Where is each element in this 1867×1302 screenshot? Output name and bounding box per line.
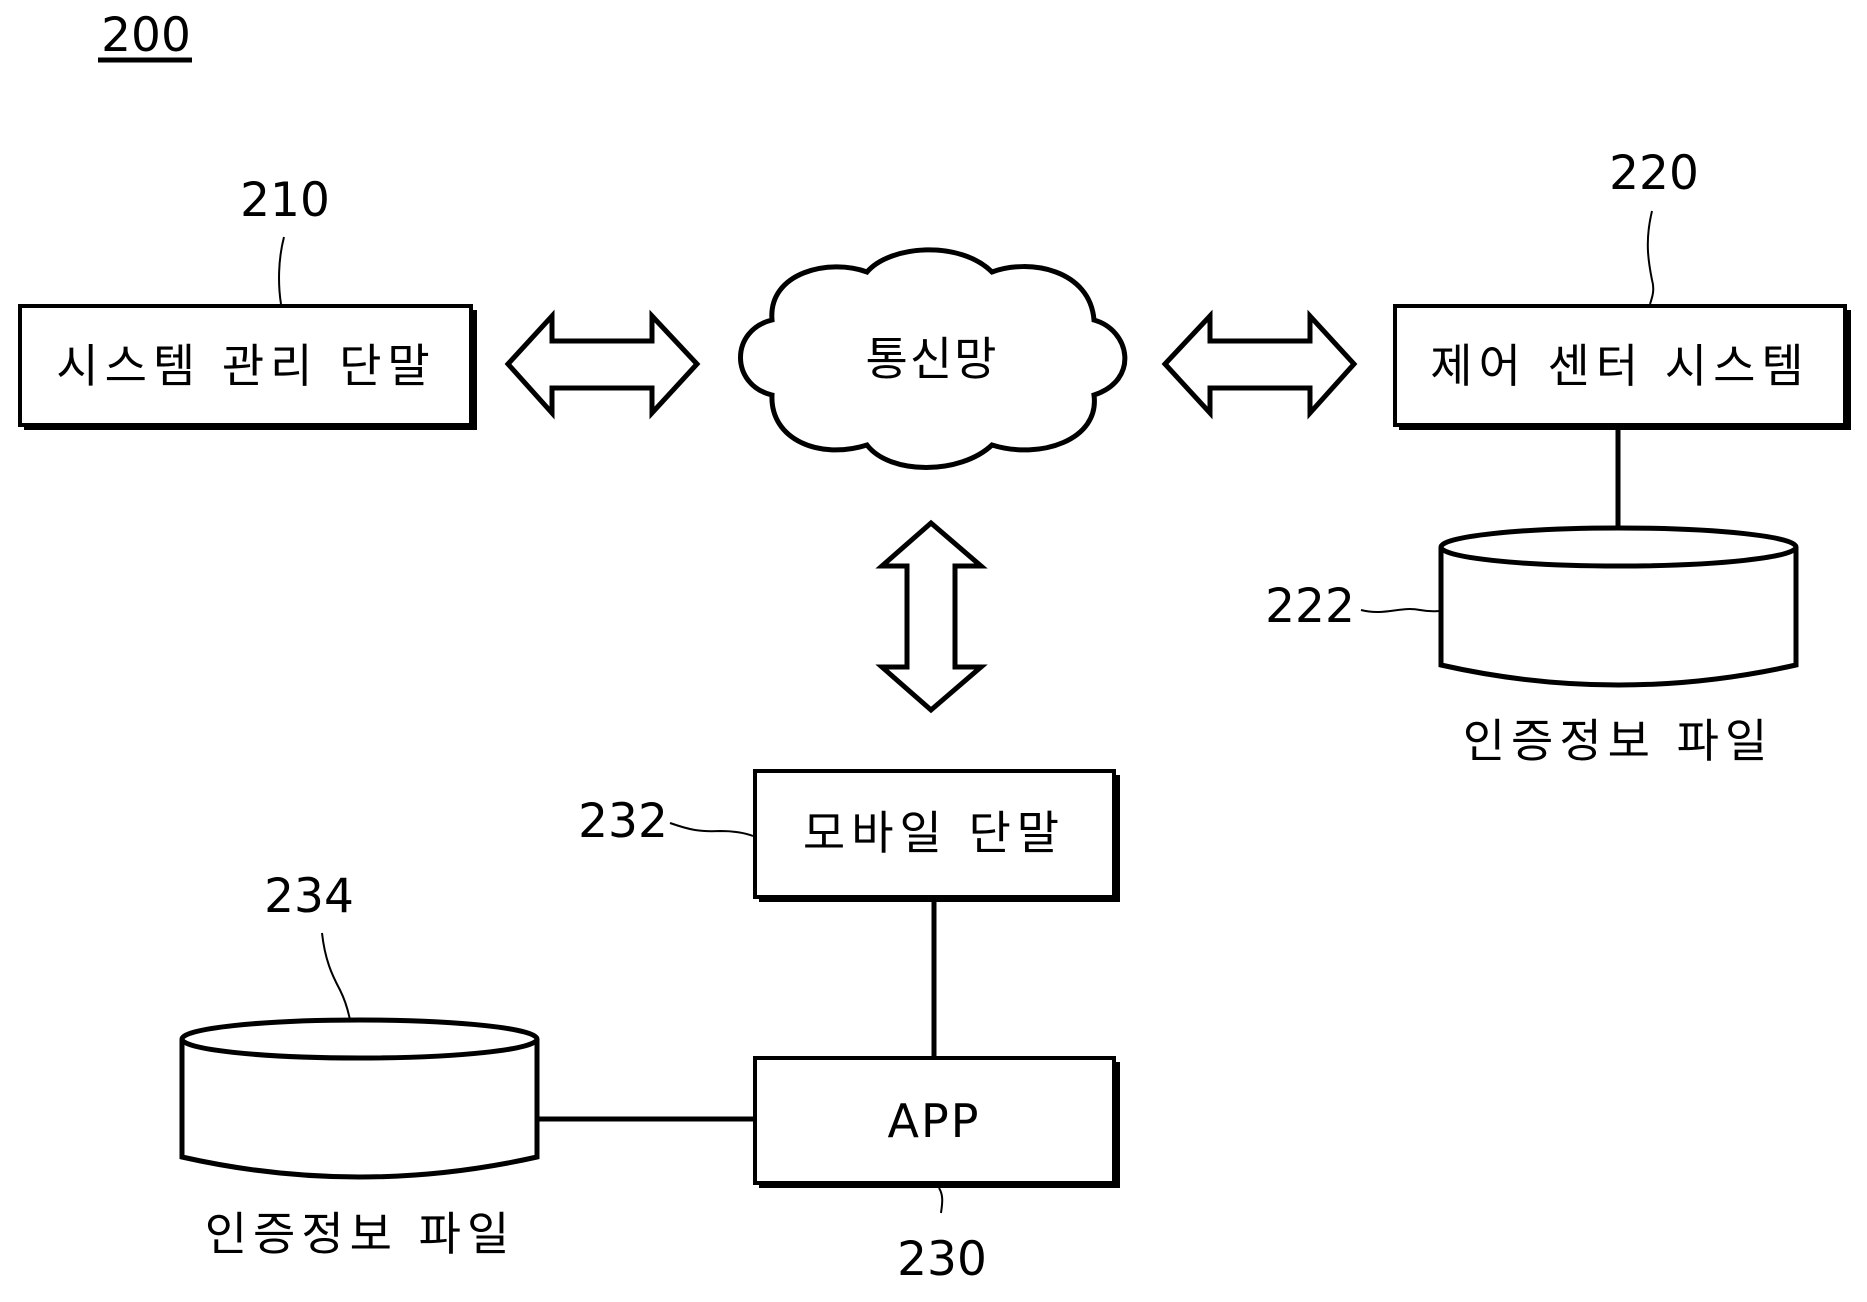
mobile-terminal-label: 모바일 단말	[803, 806, 1065, 860]
network-label: 통신망	[866, 332, 999, 386]
leader-line-220	[1646, 210, 1655, 305]
control-center-system-box	[1393, 304, 1847, 427]
database-top	[1438, 525, 1799, 569]
database-top	[179, 1017, 540, 1061]
leader-line-210	[278, 236, 285, 305]
leader-line-222	[1360, 608, 1442, 613]
system-manager-terminal-label: 시스템 관리 단말	[56, 339, 435, 393]
mobile-terminal-box	[753, 769, 1116, 899]
bidirectional-arrow-left	[504, 309, 701, 420]
ref-234: 234	[264, 869, 354, 924]
control-center-system-label: 제어 센터 시스템	[1430, 339, 1809, 393]
bidirectional-arrow-right	[1161, 309, 1358, 420]
ref-210: 210	[240, 173, 330, 228]
leader-line-232	[669, 822, 754, 837]
mobile-terminal-node: 232 모바일 단말	[578, 769, 1120, 902]
bidirectional-arrow-vertical	[875, 519, 988, 714]
system-manager-terminal-node: 210 시스템 관리 단말	[18, 173, 477, 430]
control-center-db-label: 인증정보 파일	[1463, 714, 1774, 768]
database-icon	[179, 1039, 540, 1180]
ref-230: 230	[897, 1232, 987, 1287]
control-center-system-node: 220 제어 센터 시스템	[1393, 146, 1851, 430]
app-label: APP	[888, 1094, 981, 1148]
leader-line-234	[321, 932, 351, 1021]
app-node: APP 230	[753, 1056, 1120, 1287]
system-manager-terminal-box	[18, 304, 473, 427]
leader-line-230	[938, 1187, 944, 1214]
cloud-icon	[738, 247, 1128, 470]
database-icon	[1438, 547, 1799, 688]
ref-222: 222	[1265, 579, 1355, 634]
mobile-db-node: 234 인증정보 파일	[179, 869, 540, 1261]
figure-number-text: 200	[101, 8, 191, 63]
network-cloud-node: 통신망	[738, 247, 1128, 470]
ref-220: 220	[1609, 146, 1699, 201]
mobile-db-label: 인증정보 파일	[205, 1207, 516, 1261]
figure-number: 200	[98, 8, 192, 63]
ref-232: 232	[578, 794, 668, 849]
control-center-db-node: 222 인증정보 파일	[1265, 525, 1799, 768]
